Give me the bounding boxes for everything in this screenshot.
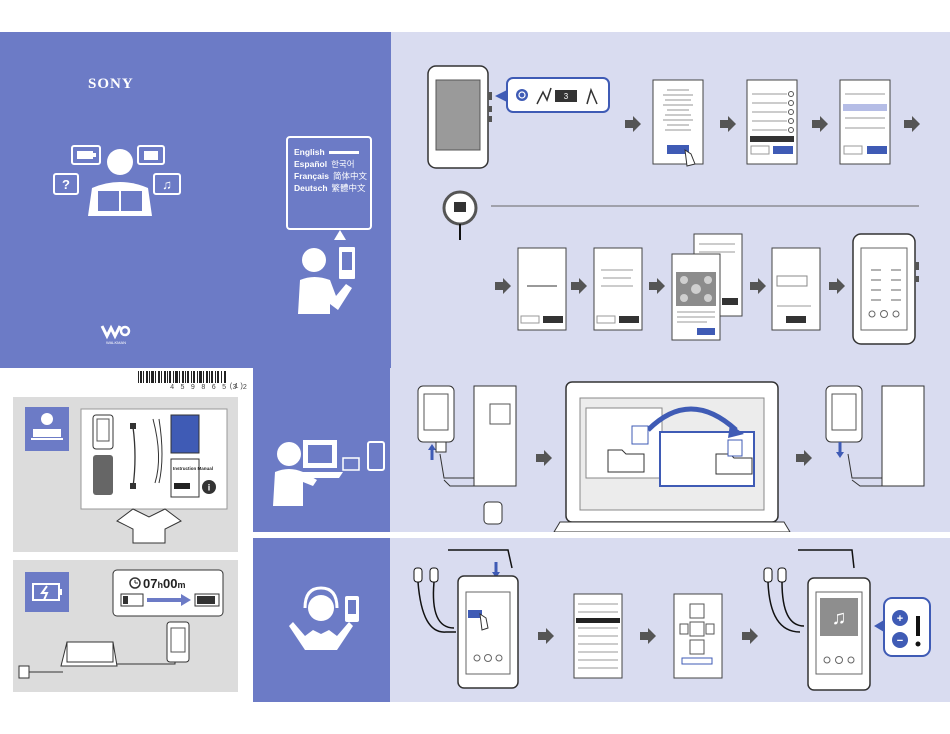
setup-screen-3	[840, 80, 890, 164]
barcode-suffix: (1)	[229, 383, 245, 391]
power-hint-bubble: 3	[495, 78, 609, 112]
person-with-phone-icon	[296, 226, 362, 316]
language-english: English	[294, 146, 325, 158]
language-row: Deutsch 繁體中文	[294, 182, 370, 194]
reader-illustration: ? ♫	[50, 140, 190, 220]
setup-screen-6	[672, 234, 742, 340]
language-korean: 한국어	[331, 158, 354, 170]
language-row: Español 한국어	[294, 158, 370, 170]
setup-screen-7	[772, 248, 820, 330]
svg-text:−: −	[897, 635, 903, 647]
setup-screen-4	[518, 248, 566, 330]
package-contents-diagram: Instruction Manual i	[13, 397, 238, 552]
transfer-person-icon	[253, 368, 390, 532]
svg-text:3: 3	[564, 92, 569, 101]
language-german: Deutsch	[294, 182, 328, 194]
language-french: Français	[294, 170, 329, 182]
barcode-number: 4 5 9 8 6 5 3 2 1	[170, 384, 258, 392]
charging-diagram: 07h00m	[13, 560, 238, 692]
svg-text:Instruction Manual: Instruction Manual	[173, 466, 213, 471]
language-row: Français 简体中文	[294, 170, 370, 182]
language-traditional-chinese: 繁體中文	[332, 182, 366, 194]
step-arrow	[625, 116, 641, 132]
language-row: English	[294, 146, 370, 158]
svg-text:♫: ♫	[162, 177, 172, 192]
setup-screen-5	[594, 248, 642, 330]
setup-screen-1	[653, 80, 703, 166]
listening-diagram: ♫ + −	[390, 538, 950, 702]
svg-text:i: i	[208, 483, 211, 493]
svg-text:WALKMAN: WALKMAN	[106, 340, 126, 345]
walkman-logo: WALKMAN	[98, 322, 134, 346]
music-note-icon: ♫	[832, 607, 847, 629]
sony-logo: SONY	[88, 76, 134, 93]
language-list: English Español 한국어 Français 简体中文 Deutsc…	[286, 136, 372, 230]
transfer-diagram	[390, 368, 950, 532]
device-home-screen	[853, 234, 919, 344]
device-power-on	[428, 66, 492, 168]
language-highlight-bar	[329, 151, 359, 154]
svg-text:+: +	[897, 613, 903, 625]
svg-text:?: ?	[62, 177, 70, 192]
setup-screen-2	[747, 80, 797, 164]
listening-person-icon	[253, 538, 390, 702]
language-simplified-chinese: 简体中文	[333, 170, 367, 182]
language-spanish: Español	[294, 158, 327, 170]
setup-steps-diagram: 3	[391, 32, 950, 368]
